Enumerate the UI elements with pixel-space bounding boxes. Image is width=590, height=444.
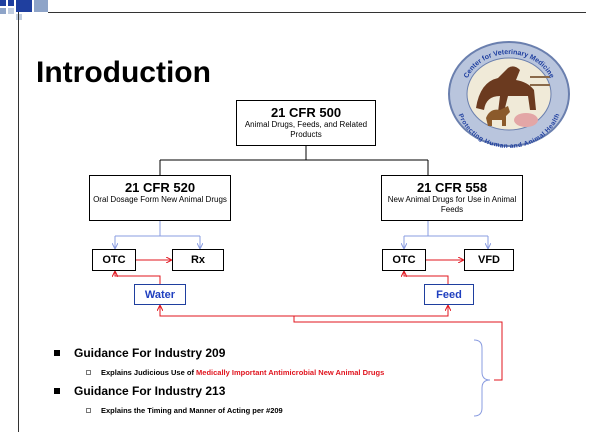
bullet-bracket (473, 339, 491, 417)
bullet-guidance-209: Guidance For Industry 209 (54, 346, 225, 360)
bullet-square-icon (54, 349, 60, 356)
box-21-cfr-500-sub: Animal Drugs, Feeds, and Related Product… (244, 120, 368, 139)
box-rx: Rx (172, 249, 224, 271)
box-21-cfr-558-sub: New Animal Drugs for Use in Animal Feeds (387, 195, 517, 214)
box-21-cfr-500-head: 21 CFR 500 (270, 105, 342, 120)
bullet-guidance-213: Guidance For Industry 213 (54, 384, 225, 398)
sub-bullet-209-highlight: Medically Important Antimicrobial New An… (196, 368, 385, 377)
branch-arrows (115, 221, 488, 248)
box-otc-left: OTC (92, 249, 136, 271)
bullet-guidance-213-title: Guidance For Industry 213 (74, 384, 226, 398)
red-flow-arrows (115, 260, 503, 381)
box-vfd: VFD (464, 249, 514, 271)
box-21-cfr-500: 21 CFR 500 Animal Drugs, Feeds, and Rela… (236, 100, 376, 146)
bullet-guidance-209-title: Guidance For Industry 209 (74, 346, 226, 360)
box-water: Water (134, 284, 186, 305)
box-otc-right: OTC (382, 249, 426, 271)
sub-bullet-209: Explains Judicious Use of Medically Impo… (86, 368, 384, 377)
page-title: Introduction (36, 56, 211, 89)
bullet-square-icon (54, 387, 60, 394)
sub-bullet-square-icon (86, 407, 91, 413)
box-21-cfr-520-sub: Oral Dosage Form New Animal Drugs (93, 195, 227, 204)
box-feed: Feed (424, 284, 474, 305)
corner-decoration (0, 0, 50, 22)
box-21-cfr-558: 21 CFR 558 New Animal Drugs for Use in A… (381, 175, 523, 221)
sub-bullet-213-text: Explains the Timing and Manner of Acting… (101, 406, 283, 415)
sub-bullet-213: Explains the Timing and Manner of Acting… (86, 406, 283, 415)
tree-connectors (159, 146, 429, 175)
top-divider (48, 12, 586, 13)
center-for-veterinary-medicine-seal-icon: Center for Veterinary Medicine Protectin… (448, 41, 570, 150)
sub-bullet-209-prefix: Explains Judicious Use of (101, 368, 197, 377)
box-21-cfr-520-head: 21 CFR 520 (124, 180, 196, 195)
box-21-cfr-558-head: 21 CFR 558 (416, 180, 488, 195)
box-21-cfr-520: 21 CFR 520 Oral Dosage Form New Animal D… (89, 175, 231, 221)
left-divider (18, 12, 19, 432)
sub-bullet-square-icon (86, 369, 91, 375)
